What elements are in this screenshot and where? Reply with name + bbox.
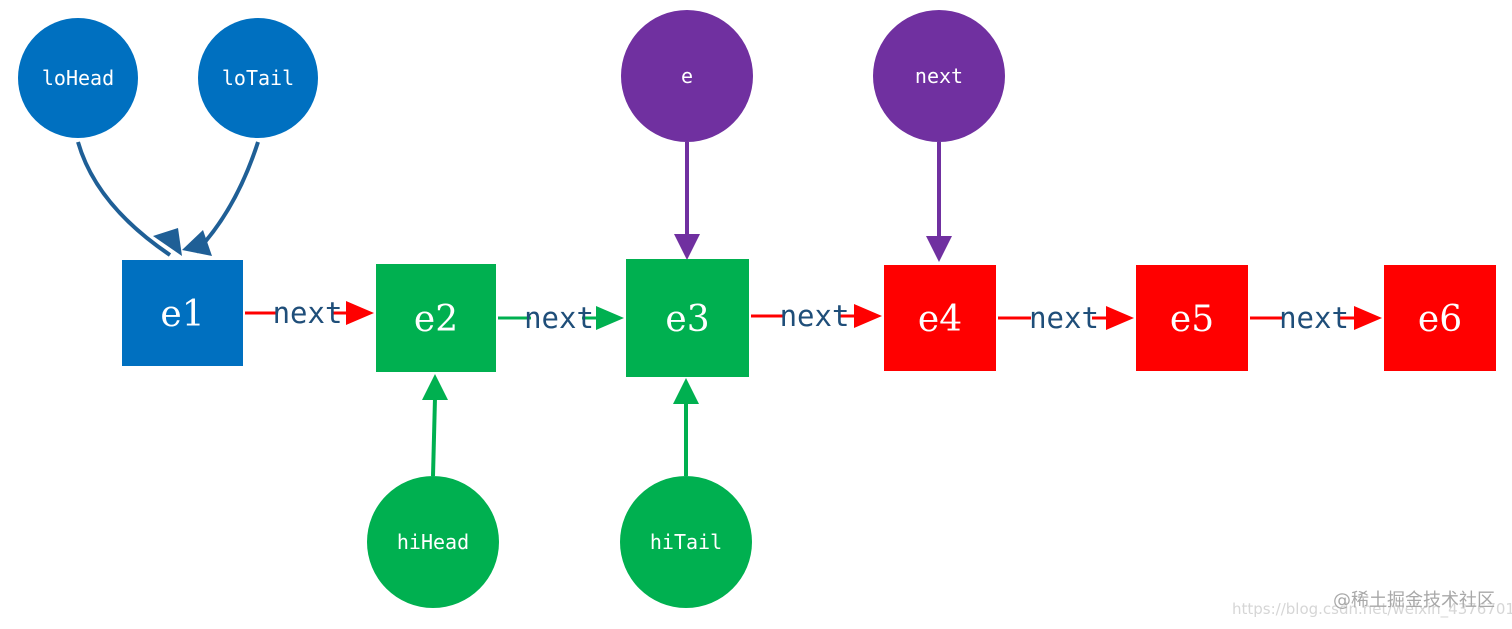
pointer-label: hiTail [650, 530, 722, 554]
node-label: e6 [1418, 299, 1462, 340]
watermark: https://blog.csdn.net/weixin_43767015 @稀… [1232, 590, 1512, 619]
pointer-arrow-line [431, 397, 437, 477]
pointer-label: hiHead [397, 530, 469, 554]
next-link-e4-e5: next [998, 301, 1134, 335]
node-e3: e3 [626, 259, 749, 377]
arrow-head-icon [1354, 306, 1382, 330]
arrow-head-icon [674, 234, 700, 260]
arrow-head-icon [854, 304, 882, 328]
next-link-e1-e2: next [245, 296, 374, 330]
next-link-label: next [524, 301, 594, 335]
pointer-label: e [681, 64, 693, 88]
arrow-head-icon [1106, 306, 1134, 330]
pointer-e: e [621, 10, 753, 260]
pointer-hiHead: hiHead [367, 374, 499, 608]
pointer-label: next [915, 64, 963, 88]
watermark-url: https://blog.csdn.net/weixin_43767015 [1232, 600, 1512, 619]
pointer-circle [621, 10, 753, 142]
arrow-head-icon [673, 378, 699, 404]
arrow-head-icon [153, 228, 182, 256]
pointer-circle [198, 18, 318, 138]
node-e1: e1 [122, 260, 243, 366]
node-label: e2 [414, 299, 458, 340]
next-link-label: next [1279, 301, 1349, 335]
pointer-loTail: loTail [182, 18, 318, 256]
next-link-label: next [780, 299, 850, 333]
pointer-hiTail: hiTail [620, 378, 752, 608]
node-label: e3 [665, 299, 709, 340]
arrow-head-icon [182, 230, 212, 256]
pointer-loHead: loHead [18, 18, 182, 257]
arrow-head-icon [422, 374, 448, 400]
node-e6: e6 [1384, 265, 1496, 371]
pointer-next: next [873, 10, 1005, 262]
next-link-label: next [1029, 301, 1099, 335]
pointer-arrow-line [194, 141, 260, 254]
node-label: e1 [160, 294, 204, 335]
next-link-e2-e3: next [498, 301, 624, 335]
node-e5: e5 [1136, 265, 1248, 371]
pointer-label: loHead [42, 66, 114, 90]
arrow-head-icon [926, 236, 952, 262]
pointer-circle [367, 476, 499, 608]
node-box [122, 260, 243, 366]
node-label: e5 [1170, 299, 1214, 340]
node-box [884, 265, 996, 371]
next-link-label: next [273, 296, 343, 330]
arrow-head-icon [596, 306, 624, 330]
next-link-e5-e6: next [1250, 301, 1382, 335]
next-link-e3-e4: next [751, 299, 882, 333]
watermark-brand: @稀土掘金技术社区 [1333, 590, 1495, 611]
pointer-circle [18, 18, 138, 138]
node-box [1384, 265, 1496, 371]
node-e4: e4 [884, 265, 996, 371]
pointer-circle [873, 10, 1005, 142]
node-e2: e2 [376, 264, 496, 372]
node-box [626, 259, 749, 377]
pointer-label: loTail [222, 66, 294, 90]
pointer-circle [620, 476, 752, 608]
arrow-head-icon [346, 301, 374, 325]
node-box [376, 264, 496, 372]
node-box [1136, 265, 1248, 371]
node-label: e4 [918, 299, 962, 340]
pointer-arrow-line [76, 141, 172, 257]
